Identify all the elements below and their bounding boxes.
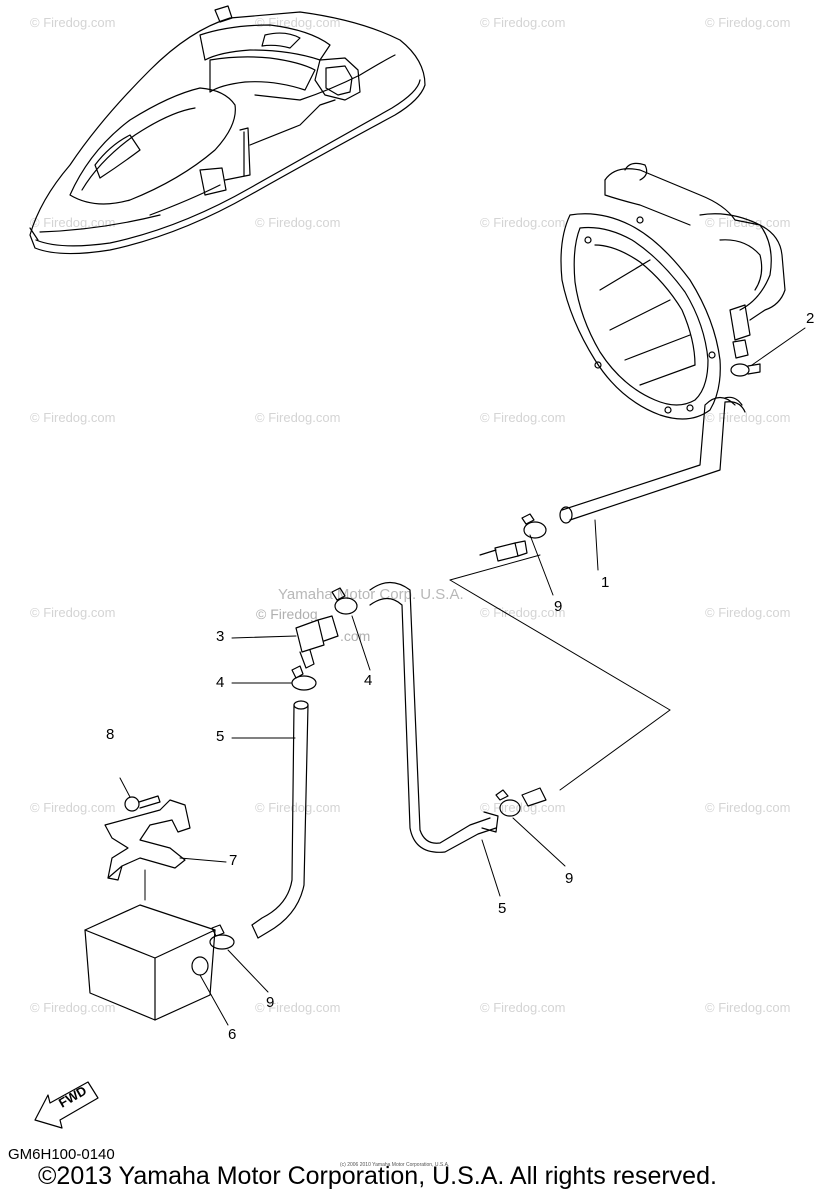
watermark: © Firedog.com bbox=[705, 1000, 791, 1015]
fitting-upper bbox=[479, 513, 547, 562]
callout-5-left: 5 bbox=[216, 728, 225, 745]
hose-part-5-left bbox=[251, 700, 309, 939]
callout-1: 1 bbox=[601, 574, 610, 591]
callout-2: 2 bbox=[806, 310, 815, 327]
callout-9-left: 9 bbox=[266, 994, 275, 1011]
center-watermark: Yamaha Motor Corp. U.S.A. bbox=[278, 586, 464, 603]
hose-part-1 bbox=[559, 396, 746, 524]
watermark: © Firedog.com bbox=[705, 410, 791, 425]
callout-4-left: 4 bbox=[216, 674, 225, 691]
watercraft-hull-illustration bbox=[29, 5, 426, 255]
watermark: © Firedog.com bbox=[30, 410, 116, 425]
callout-9-upper: 9 bbox=[554, 598, 563, 615]
callout-8: 8 bbox=[106, 726, 115, 743]
fine-print: (c) 2006 2010 Yamaha Motor Corporation, … bbox=[340, 1162, 450, 1168]
watermark: © Firedog.com bbox=[30, 15, 116, 30]
watermark: © Firedog.com bbox=[255, 800, 341, 815]
watermark: © Firedog.com bbox=[480, 410, 566, 425]
callout-6: 6 bbox=[228, 1026, 237, 1043]
copyright-notice: ©2013 Yamaha Motor Corporation, U.S.A. A… bbox=[38, 1162, 717, 1190]
assembly-leader-lines bbox=[449, 554, 671, 791]
watermark: © Firedog.com bbox=[30, 605, 116, 620]
part-code: GM6H100-0140 bbox=[8, 1146, 115, 1163]
forward-arrow: FWD bbox=[34, 1081, 99, 1129]
clamp-part-2 bbox=[730, 363, 761, 377]
center-watermark-com: .com bbox=[340, 628, 371, 644]
jet-pump-housing-illustration bbox=[560, 162, 786, 420]
bracket-part-7 bbox=[104, 799, 191, 881]
callout-3: 3 bbox=[216, 628, 225, 645]
watermark: © Firedog.com bbox=[255, 215, 341, 230]
watermark: © Firedog.com bbox=[705, 800, 791, 815]
watermark: © Firedog.com bbox=[30, 1000, 116, 1015]
watermark: © Firedog.com bbox=[30, 800, 116, 815]
watermark: © Firedog.com bbox=[480, 15, 566, 30]
fitting-lower bbox=[495, 787, 547, 817]
box-part-6 bbox=[84, 904, 235, 1021]
watermark: © Firedog.com bbox=[705, 605, 791, 620]
callout-9-right: 9 bbox=[565, 870, 574, 887]
watermark: © Firedog.com bbox=[705, 15, 791, 30]
valve-part-3 bbox=[291, 587, 358, 691]
watermark: © Firedog.com bbox=[30, 215, 116, 230]
callout-4-right: 4 bbox=[364, 672, 373, 689]
watermark: © Firedog.com bbox=[480, 605, 566, 620]
callout-7: 7 bbox=[229, 852, 238, 869]
watermark: © Firedog.com bbox=[480, 215, 566, 230]
callout-5-right: 5 bbox=[498, 900, 507, 917]
callout-leader-lines bbox=[119, 327, 806, 1026]
watermark: © Firedog.com bbox=[480, 1000, 566, 1015]
center-watermark-firedog: © Firedog bbox=[256, 606, 318, 622]
hose-part-5-right bbox=[369, 581, 499, 853]
watermark: © Firedog.com bbox=[255, 410, 341, 425]
watermark: © Firedog.com bbox=[255, 1000, 341, 1015]
screw-part-8 bbox=[124, 795, 161, 812]
